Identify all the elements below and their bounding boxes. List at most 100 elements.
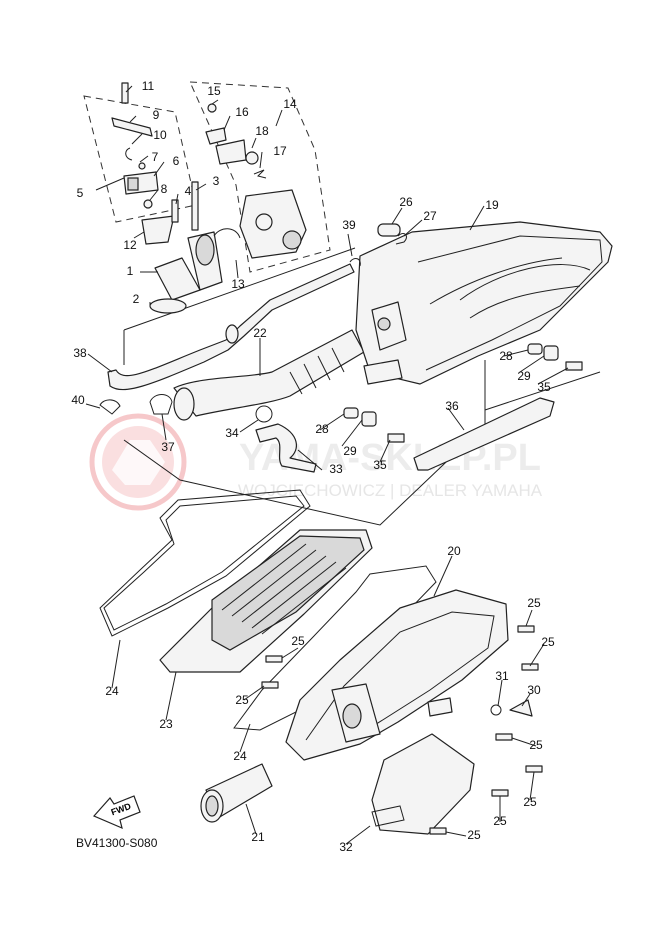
grommet-set-lower [343,407,405,443]
callout-37: 37 [161,440,175,454]
watermark-tagline: WOJCIECHOWICZ | DEALER YAMAHA [238,481,543,500]
callout-34: 34 [225,426,239,440]
callout-16: 16 [235,105,249,119]
bolt-3 [191,181,199,231]
callout-4: 4 [185,184,192,198]
seal-strip-36 [413,397,555,471]
callout-7: 7 [152,150,159,164]
callout-24-left: 24 [105,684,119,698]
injector-group-outline [83,95,197,223]
callout-25-f: 25 [523,795,537,809]
leader-lines [85,85,569,845]
callout-23: 23 [159,717,173,731]
callout-24-right: 24 [233,749,247,763]
clip-39 [349,258,361,267]
callout-32: 32 [339,840,353,854]
callout-25-h: 25 [467,828,481,842]
callout-35-lower: 35 [373,458,387,472]
callout-25-d: 25 [235,693,249,707]
callout-19: 19 [485,198,499,212]
collar-28 [343,407,359,419]
callout-35-upper: 35 [537,380,551,394]
callout-28-upper: 28 [499,349,513,363]
callout-30: 30 [527,683,541,697]
intake-funnel-21 [200,763,273,823]
o-ring-18 [245,151,259,165]
seal-8 [143,199,153,209]
drain-plug-30 [509,699,533,717]
spring-17 [253,169,267,179]
callout-31: 31 [495,669,509,683]
callout-25-c: 25 [291,634,305,648]
air-cleaner-case-19 [355,221,613,385]
air-filter-element-23 [159,529,373,673]
breather-hose-collar [225,324,239,344]
callout-21: 21 [251,830,265,844]
fuel-hose-joint-9 [111,117,153,137]
throttle-body-group-outline [189,81,331,273]
hose-clamp-37 [149,394,173,415]
callout-8: 8 [161,182,168,196]
bracket-16 [205,127,227,145]
callout-14: 14 [283,97,297,111]
callout-22: 22 [253,326,267,340]
o-ring-2 [149,298,187,314]
diagram-code: BV41300-S080 [76,836,158,850]
throttle-body-assembly [205,103,307,259]
clip-10 [125,147,133,161]
gasket-24-left [99,489,311,637]
callout-38: 38 [73,346,87,360]
drain-hose-33 [255,405,317,473]
callout-33: 33 [329,462,343,476]
fuel-injector-assembly [111,82,199,245]
callout-29-upper: 29 [517,369,531,383]
callout-27: 27 [423,209,437,223]
injector-connector [127,177,139,191]
callout-1: 1 [127,264,134,278]
callout-11: 11 [142,79,155,93]
hose-clamp [213,228,241,239]
callout-25-g: 25 [493,814,507,828]
callout-29-lower: 29 [343,444,357,458]
bolt-11 [121,82,129,104]
callout-9: 9 [153,108,160,122]
callout-2: 2 [133,292,140,306]
callout-10: 10 [153,128,167,142]
clip-40 [99,399,121,415]
callout-28-lower: 28 [315,422,329,436]
intake-joint-1 [149,231,223,314]
air-duct-22 [149,329,365,421]
callout-13: 13 [231,277,245,291]
screw-15 [207,103,217,113]
bolt-35 [565,361,583,371]
screws-25 [261,625,543,835]
watermark-logo-icon [89,413,187,511]
air-cleaner-case-20 [285,589,509,761]
clip-27 [395,233,407,245]
clip-31 [490,704,502,716]
fwd-arrow-icon: FWD [92,795,141,830]
callout-20: 20 [447,544,461,558]
callout-15: 15 [207,84,221,98]
clamp-34 [255,405,273,423]
callout-40: 40 [71,393,85,407]
sensor-18-body [215,139,247,165]
cover-32 [371,733,475,835]
collar-28 [527,343,543,355]
callout-labels: 11 9 10 7 6 5 8 4 3 12 1 2 15 16 14 18 1… [71,79,555,854]
cap-26 [377,223,401,237]
callout-25-b: 25 [541,635,555,649]
callout-36: 36 [445,399,459,413]
callout-25-e: 25 [529,738,543,752]
callout-25-a: 25 [527,596,541,610]
callout-18: 18 [255,124,269,138]
callout-6: 6 [173,154,180,168]
callout-17: 17 [273,144,287,158]
grommet-29 [543,345,559,361]
bolt-35 [387,433,405,443]
callout-3: 3 [213,174,220,188]
grommet-set-upper [527,343,583,371]
bolt-4 [171,199,179,223]
breather-hose-38 [107,263,355,391]
